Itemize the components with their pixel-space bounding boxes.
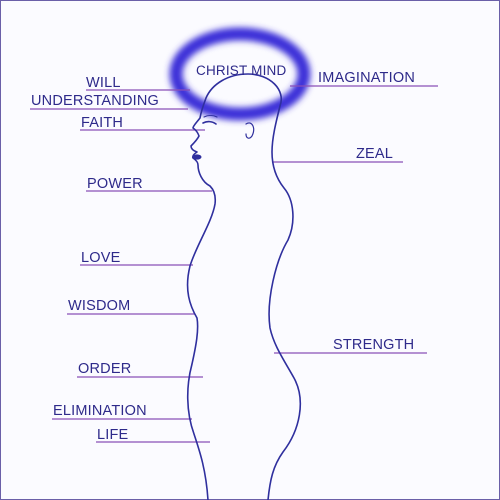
- label-love: LOVE: [81, 250, 121, 266]
- halo-ring: [169, 27, 311, 121]
- label-zeal: ZEAL: [356, 146, 394, 162]
- label-life: LIFE: [97, 427, 129, 443]
- label-elimination: ELIMINATION: [53, 403, 147, 419]
- label-christ-mind: CHRIST MIND: [196, 63, 287, 78]
- label-power: POWER: [87, 176, 143, 192]
- label-faith: FAITH: [81, 115, 124, 131]
- ear-mark: [245, 122, 255, 139]
- label-wisdom: WISDOM: [68, 298, 131, 314]
- lips-mark: [192, 154, 202, 160]
- label-will: WILL: [86, 75, 121, 91]
- label-imagination: IMAGINATION: [318, 70, 415, 86]
- label-strength: STRENGTH: [333, 337, 415, 353]
- label-order: ORDER: [78, 361, 132, 377]
- brow-mark: [203, 114, 218, 118]
- label-understanding: UNDERSTANDING: [31, 93, 160, 109]
- body-outline: [186, 73, 302, 500]
- eye-mark: [202, 120, 217, 125]
